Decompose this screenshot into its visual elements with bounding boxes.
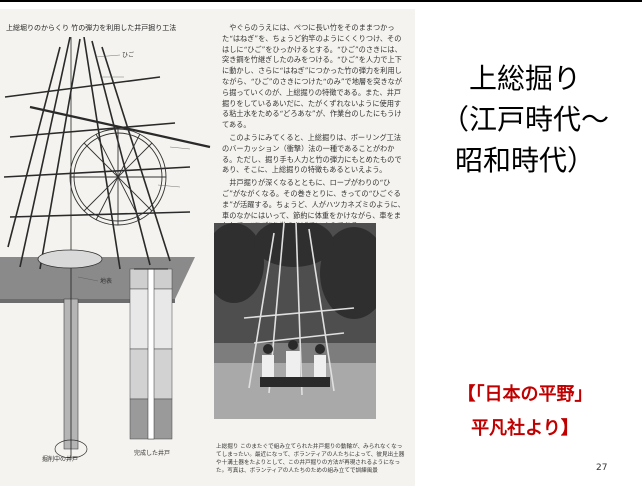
yagura-tower (3, 37, 211, 270)
slide-title: 上総掘り （江戸時代～ 昭和時代） (408, 58, 642, 181)
book-text: やぐらのうえには、ぺつに長い竹をそのままつかった“はねぎ”を、ちょうど釣竿のよう… (222, 23, 406, 230)
top-divider (0, 0, 642, 2)
drilling-well-label: 掘削中の井戸 (42, 455, 78, 463)
figure-caption: 上総堀りのからくり 竹の弾力を利用した井戸掘り工法 (6, 24, 177, 32)
book-scan-image: 上総堀りのからくり 竹の弾力を利用した井戸掘り工法 (0, 9, 415, 486)
kazusa-bori-diagram: 掘削中の井戸 完成した井戸 地表 ひご (0, 37, 211, 463)
source-line: 平凡社より】 (471, 418, 579, 439)
source-citation: 【「日本の平野」 平凡社より】 (420, 378, 630, 446)
higo-label: ひご (122, 51, 134, 59)
title-line: 昭和時代） (454, 144, 595, 177)
title-line: （江戸時代～ (440, 103, 609, 136)
source-line: 【「日本の平野」 (457, 384, 593, 405)
paragraph: やぐらのうえには、ぺつに長い竹をそのままつかった“はねぎ”を、ちょうど釣竿のよう… (222, 23, 403, 130)
higo-guruma-wheel (69, 128, 167, 226)
paragraph: このようにみてくると、上総掘りは、ボーリング工法のバーカッション（衝撃）法の一種… (222, 132, 402, 175)
ground-label: 地表 (100, 277, 112, 285)
work-platform (37, 249, 103, 269)
slide-page-number: 27 (596, 463, 608, 473)
drilling-photo (214, 223, 376, 419)
completed-well-label: 完成した井戸 (134, 449, 170, 457)
title-line: 上総掘り (468, 62, 581, 95)
photo-caption: 上総掘り このまたぐで組み立てられた井戸掘りの動輪が、みられなくなってしまったい… (216, 444, 405, 474)
well-cross-section (129, 268, 173, 440)
